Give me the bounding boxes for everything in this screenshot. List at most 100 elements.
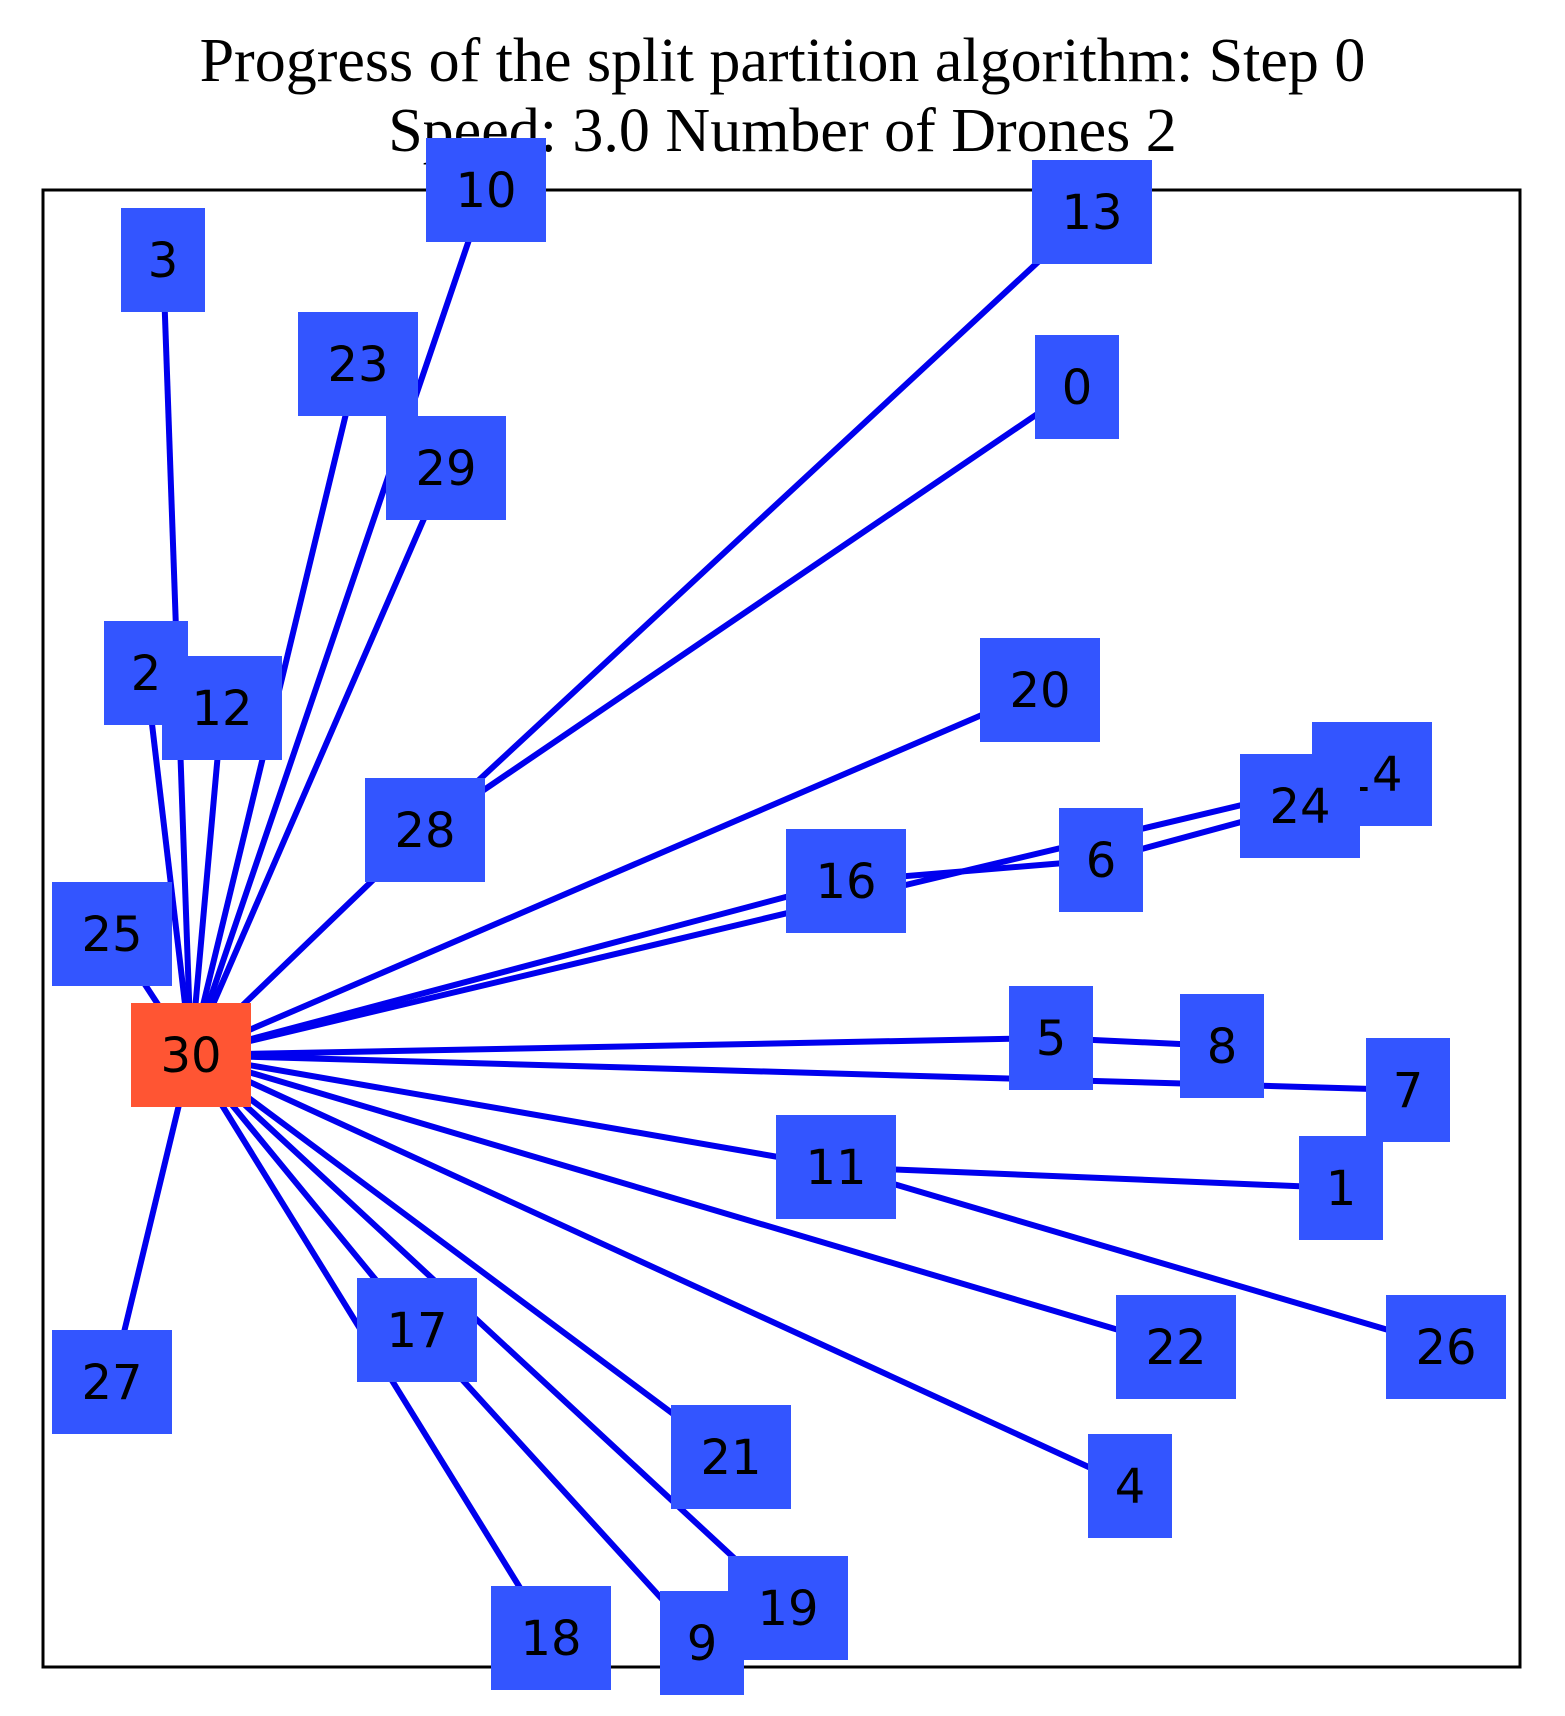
node-box (365, 778, 485, 882)
node-1: 1 (1299, 1136, 1383, 1240)
node-box (980, 638, 1100, 742)
edge-17-9 (414, 1327, 705, 1646)
node-4: 4 (1088, 1434, 1172, 1538)
node-24: 24 (1240, 754, 1360, 858)
node-label: 27 (81, 1355, 142, 1411)
node-11: 11 (776, 1115, 896, 1219)
node-box (1059, 808, 1143, 912)
node-label: 19 (757, 1581, 818, 1637)
edge-28-0 (423, 384, 1079, 833)
node-19: 19 (728, 1556, 848, 1660)
node-box (426, 138, 546, 242)
edge-30-21 (189, 1052, 733, 1460)
node-10: 10 (426, 138, 546, 242)
node-label: 30 (160, 1028, 221, 1084)
node-box (52, 1330, 172, 1434)
node-box (52, 882, 172, 986)
node-label: 24 (1269, 779, 1330, 835)
node-box (671, 1405, 791, 1509)
edge-30-27 (109, 1054, 194, 1383)
node-box (776, 1115, 896, 1219)
node-17: 17 (357, 1278, 477, 1382)
edge-30-11 (190, 1052, 837, 1170)
node-label: 18 (520, 1611, 581, 1667)
node-label: 26 (1415, 1320, 1476, 1376)
node-box (1116, 1295, 1236, 1399)
node-box (1366, 1038, 1450, 1142)
node-23: 23 (298, 312, 418, 416)
node-box (1386, 1295, 1506, 1399)
node-label: 1 (1326, 1161, 1357, 1217)
node-label: 21 (700, 1430, 761, 1486)
node-7: 7 (1366, 1038, 1450, 1142)
edge-30-12 (188, 707, 225, 1056)
node-box (1035, 335, 1119, 439)
edge-30-5 (190, 1035, 1052, 1058)
node-box (1299, 1136, 1383, 1240)
edge-11-1 (835, 1164, 1342, 1191)
edge-30-19 (188, 1052, 791, 1611)
node-label: 11 (805, 1140, 866, 1196)
chart-title: Progress of the split partition algorith… (0, 26, 1565, 166)
node-label: 12 (191, 681, 252, 737)
edge-30-22 (190, 1052, 1177, 1350)
node-label: 25 (81, 907, 142, 963)
node-18: 18 (491, 1586, 611, 1690)
node-label: 22 (1145, 1320, 1206, 1376)
node-5: 5 (1009, 986, 1093, 1090)
node-box (162, 656, 282, 760)
node-label: 17 (386, 1303, 447, 1359)
edge-30-14 (190, 771, 1373, 1058)
node-22: 22 (1116, 1295, 1236, 1399)
title-line-1: Progress of the split partition algorith… (199, 27, 1366, 95)
node-16: 16 (786, 829, 906, 933)
node-25: 25 (52, 882, 172, 986)
node-box (121, 208, 205, 312)
depot-node-30: 30 (131, 1003, 251, 1107)
node-label: 23 (327, 337, 388, 393)
node-box (728, 1556, 848, 1660)
node-label: 7 (1393, 1063, 1424, 1119)
edge-30-20 (189, 687, 1042, 1058)
node-label: 13 (1061, 185, 1122, 241)
node-box (1032, 160, 1152, 264)
node-6: 6 (1059, 808, 1143, 912)
node-box (298, 312, 418, 416)
node-12: 12 (162, 656, 282, 760)
node-box (357, 1278, 477, 1382)
node-3: 3 (121, 208, 205, 312)
node-label: 10 (455, 163, 516, 219)
edge-28-13 (422, 209, 1095, 833)
node-label: 0 (1062, 360, 1093, 416)
node-label: 20 (1009, 663, 1070, 719)
plot-frame (41, 188, 1522, 1669)
edge-30-10 (188, 189, 489, 1056)
node-label: 4 (1115, 1459, 1146, 1515)
edge-30-29 (188, 466, 449, 1057)
node-0: 0 (1035, 335, 1119, 439)
node-box (1009, 986, 1093, 1090)
edge-30-4 (189, 1052, 1132, 1489)
node-8: 8 (1180, 994, 1264, 1098)
node-label: 5 (1036, 1011, 1067, 1067)
edge-11-26 (835, 1164, 1447, 1350)
node-21: 21 (671, 1405, 791, 1509)
node-box (131, 1003, 251, 1107)
nodes-layer: 0123456789101112131416171819202122232425… (52, 138, 1506, 1695)
node-label: 28 (394, 803, 455, 859)
node-label: 29 (415, 441, 476, 497)
node-20: 20 (980, 638, 1100, 742)
node-label: 3 (148, 233, 179, 289)
node-box (1240, 754, 1360, 858)
node-box (491, 1586, 611, 1690)
node-28: 28 (365, 778, 485, 882)
node-29: 29 (386, 416, 506, 520)
edge-30-2 (143, 672, 194, 1056)
node-box (786, 829, 906, 933)
node-27: 27 (52, 1330, 172, 1434)
node-box (386, 416, 506, 520)
node-label: 2 (131, 646, 162, 702)
node-26: 26 (1386, 1295, 1506, 1399)
node-label: 9 (687, 1616, 718, 1672)
